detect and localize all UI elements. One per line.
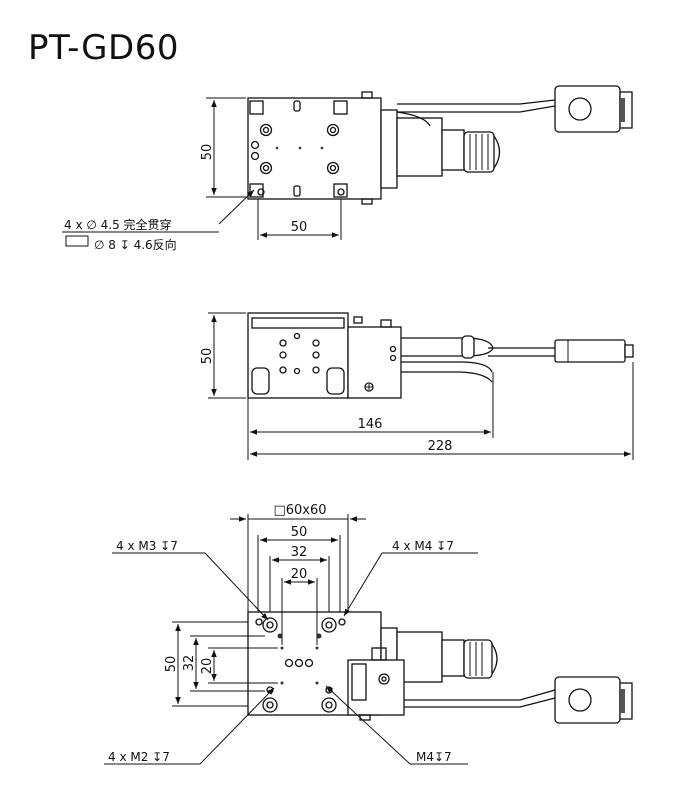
side-view: 50 146 228 [200, 312, 634, 460]
dim-32: 32 [291, 545, 308, 560]
dim-50: 50 [291, 525, 308, 540]
side-dim-height: 50 [200, 348, 215, 365]
top-dim-height: 50 [200, 144, 215, 161]
stage-plate [247, 97, 382, 200]
note-m3: 4 x M3 ↧7 [116, 539, 178, 553]
hole-note-through: 4 x ∅ 4.5 完全贯穿 [64, 217, 172, 232]
dim-v20: 20 [200, 658, 215, 675]
mounting-hole-group [250, 123, 345, 196]
cable-connector [554, 85, 633, 133]
mount-knob [463, 639, 498, 679]
mount-connector [554, 676, 633, 724]
note-m4-top: 4 x M4 ↧7 [392, 539, 454, 553]
note-m2: 4 x M2 ↧7 [108, 750, 170, 764]
stage-body-side [247, 312, 349, 399]
top-view: 50 50 4 x ∅ 4.5 完全贯穿 ∅ 8 ↧ 4.6反向 [62, 85, 633, 252]
side-dim-146: 146 [358, 417, 383, 432]
note-m4-bottom: M4↧7 [416, 750, 452, 764]
dim-v50: 50 [164, 656, 179, 673]
dim-v32: 32 [182, 655, 197, 672]
dim-20: 20 [291, 567, 308, 582]
micrometer-knob [463, 131, 501, 173]
mount-view: □60x60 50 32 20 50 32 20 4 x M3 ↧7 4 x M… [104, 503, 633, 765]
side-dim-228: 228 [428, 439, 453, 454]
page-title: PT-GD60 [28, 28, 179, 68]
connector-side [554, 339, 626, 363]
hole-note-counterbore: ∅ 8 ↧ 4.6反向 [94, 237, 177, 252]
top-dim-width: 50 [291, 220, 308, 235]
side-hole-group [279, 332, 320, 375]
dim-60x60: □60x60 [273, 503, 326, 518]
